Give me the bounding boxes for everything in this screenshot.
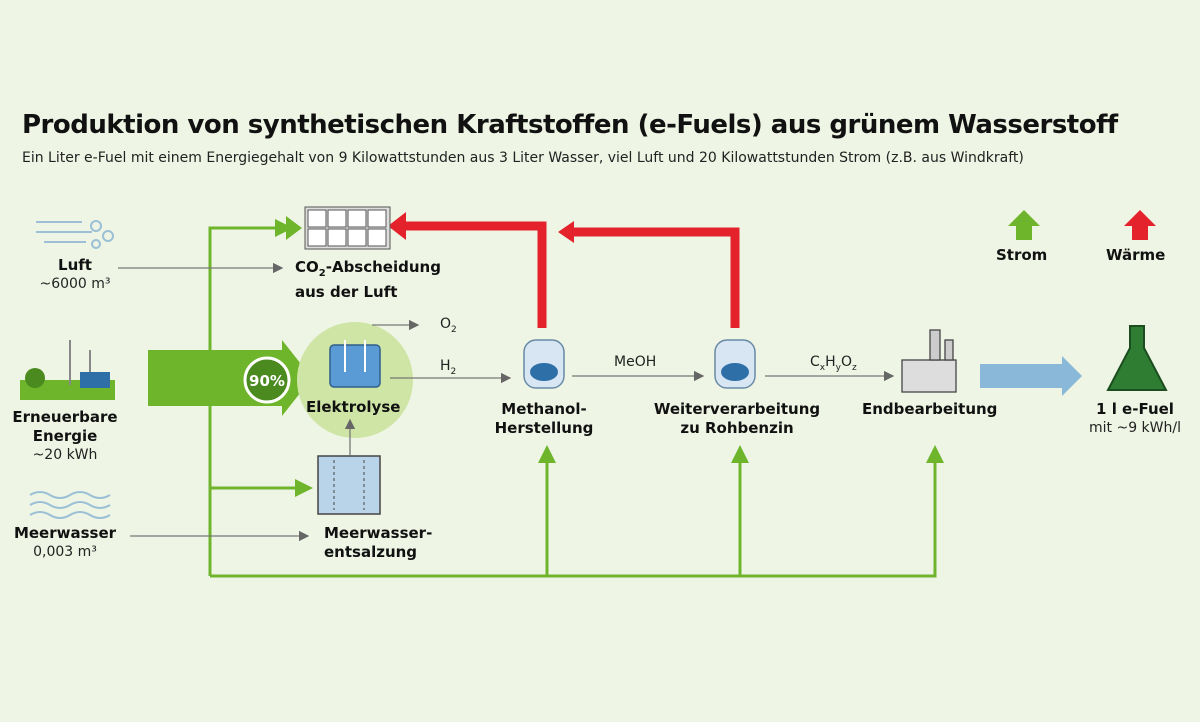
water-icon [29,491,111,519]
input-luft: Luft ~6000 m³ [30,256,120,294]
refinery-reactor-icon [714,339,756,389]
output-efuel: 1 l e-Fuel mit ~9 kWh/l [1075,400,1195,438]
co2-post: -Abscheidung [325,258,441,276]
wind-icon [36,220,114,249]
weiter-line1: Weiterverarbeitung [653,400,821,418]
fan-grid-icon [304,206,391,250]
efuel-flask-icon [1106,325,1168,391]
efficiency-label: 90% [249,372,285,390]
input-energie: Erneuerbare Energie ~20 kWh [10,408,120,465]
heat-arrow-head-1 [388,212,406,240]
methanol-reactor-icon [523,339,565,389]
waerme-arrow-icon [1124,210,1156,240]
output-amount: mit ~9 kWh/l [1089,420,1181,436]
power-arrow-head [286,216,302,240]
step-elektrolyse: Elektrolyse [306,398,401,416]
methanol-line2: Herstellung [494,419,594,437]
cxhyoz-c: C [810,354,820,370]
step-meerwasser: Meerwasser- entsalzung [324,524,432,562]
strom-arrow-icon [1008,210,1040,240]
flow-meoh: MeOH [614,354,657,370]
input-luft-label: Luft [58,256,92,274]
flow-cxhyoz: CxHyOz [810,354,857,373]
methanol-line1: Methanol- [501,400,587,418]
h2-text: H [440,358,451,374]
meerwasser-line1: Meerwasser- [324,524,433,542]
meerwasser-line2: entsalzung [324,543,418,561]
input-meerwasser-amount: 0,003 m³ [33,544,97,560]
power-lines [208,219,944,578]
o2-sub: 2 [451,324,457,335]
co2-pre: CO [295,258,319,276]
material-flows [118,262,895,542]
factory-icon [901,329,957,393]
step-co2-capture: CO2-Abscheidung aus der Luft [295,258,441,302]
page-subtitle: Ein Liter e-Fuel mit einem Energiegehalt… [22,150,1024,166]
co2-sub: 2 [318,268,326,279]
input-energie-amount: ~20 kWh [32,447,98,463]
input-energie-label-1: Erneuerbare [12,408,118,426]
step-endbearbeitung: Endbearbeitung [862,400,998,418]
efficiency-badge [243,356,291,404]
legend-strom: Strom [996,246,1048,264]
renewable-energy-icon [20,340,115,400]
step-weiterverarbeitung: Weiterverarbeitung zu Rohbenzin [642,400,832,438]
legend-waerme: Wärme [1106,246,1166,264]
elektrolyse-icon [329,344,381,388]
o2-text: O [440,316,452,332]
output-arrow [980,356,1082,396]
input-energie-label-2: Energie [32,427,98,445]
output-label: 1 l e-Fuel [1096,400,1174,418]
input-meerwasser-label: Meerwasser [13,524,117,542]
flow-o2: O2 [440,316,457,335]
page-title: Produktion von synthetischen Kraftstoffe… [22,110,1118,140]
heat-arrow-head-2 [558,221,574,243]
co2-line2: aus der Luft [295,283,398,301]
h2-sub: 2 [450,366,457,377]
input-meerwasser: Meerwasser 0,003 m³ [10,524,120,562]
desalination-icon [317,455,381,515]
step-methanol: Methanol- Herstellung [484,400,604,438]
input-luft-amount: ~6000 m³ [39,276,111,292]
weiter-line2: zu Rohbenzin [680,419,794,437]
flow-h2: H2 [440,358,456,377]
heat-lines [405,221,740,328]
